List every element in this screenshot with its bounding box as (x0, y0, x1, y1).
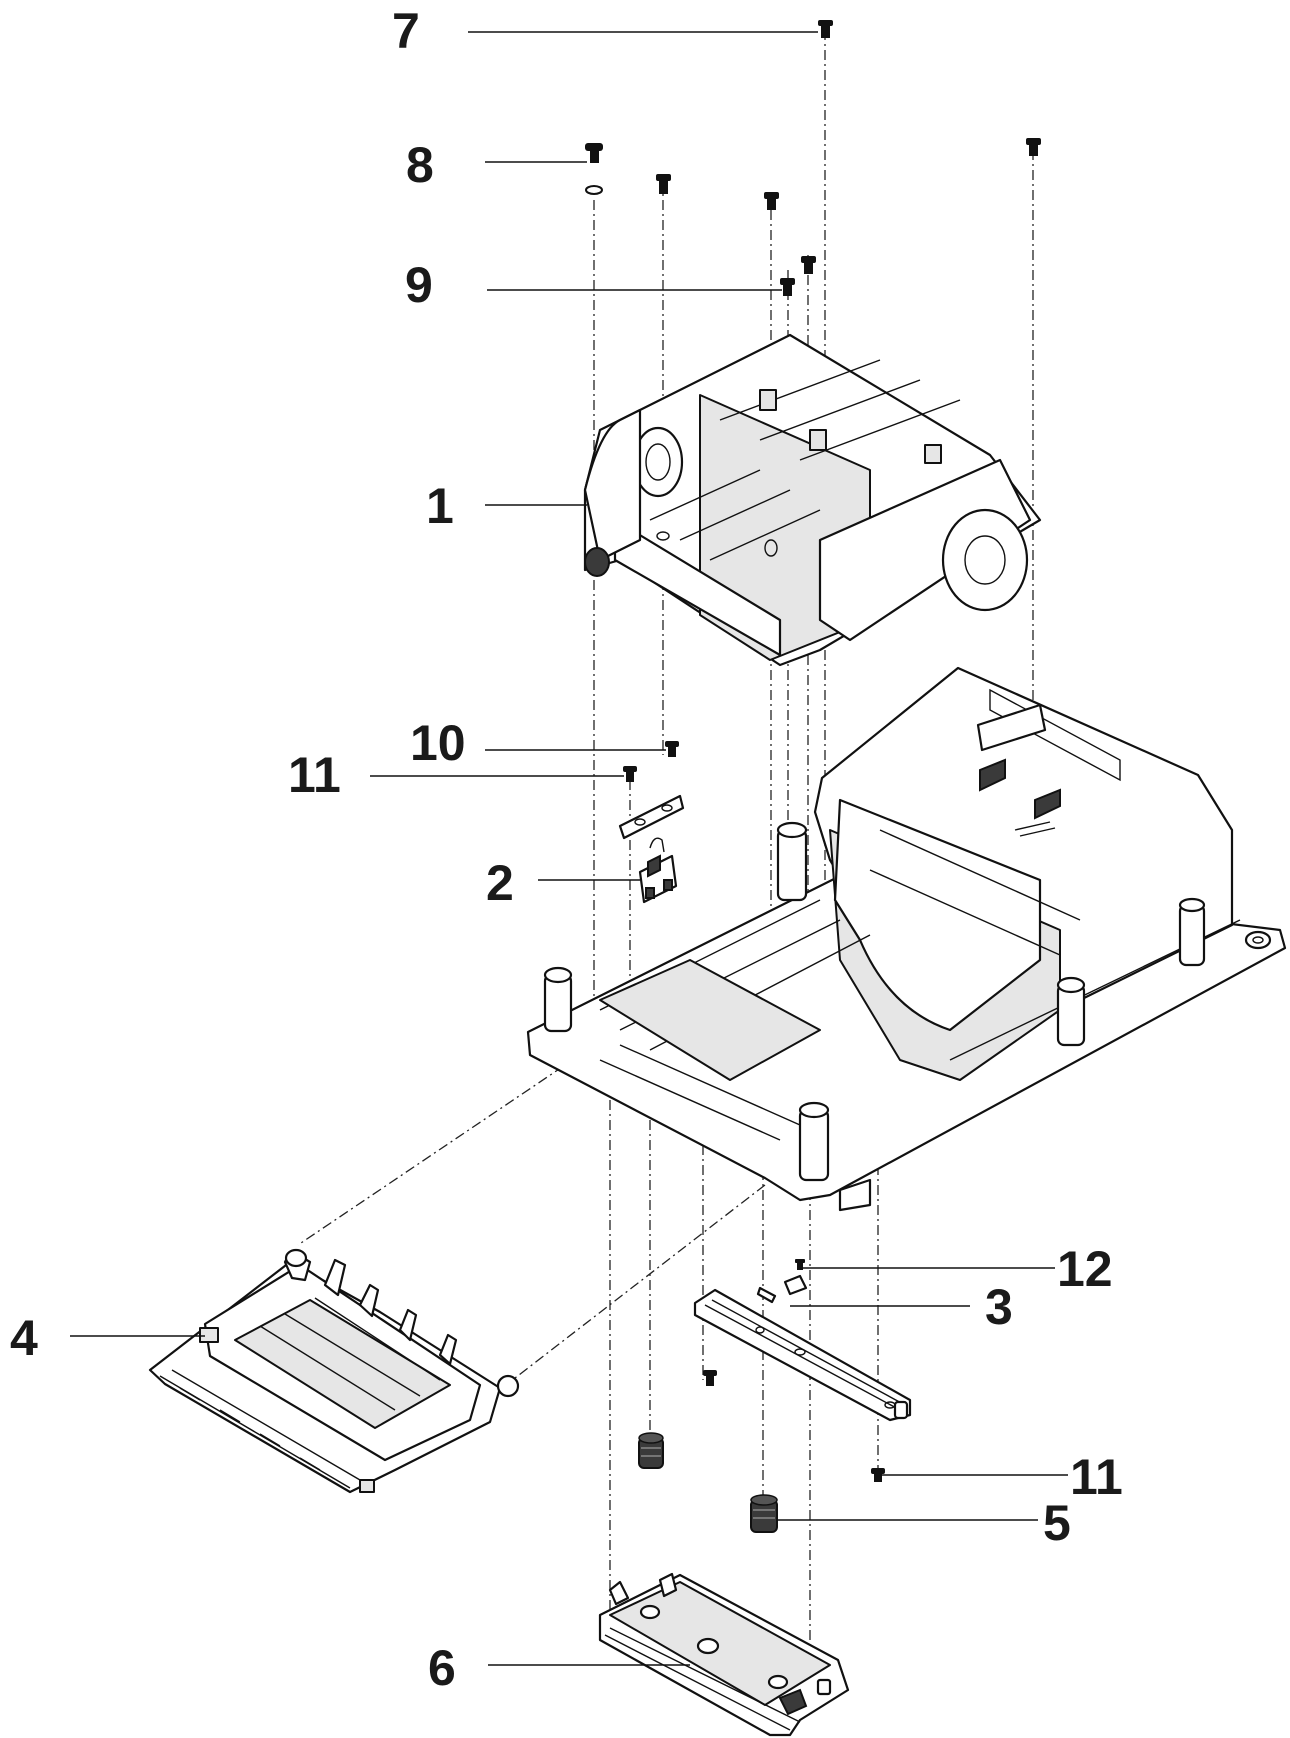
screw-8-icon (585, 143, 603, 195)
callout-9: 9 (405, 257, 433, 313)
screw-right-icon (1026, 138, 1041, 156)
callout-3: 3 (985, 1279, 1013, 1335)
screw-7-icon (818, 20, 833, 38)
spring-left-icon (638, 1432, 664, 1469)
screw-col3-icon (764, 192, 779, 210)
callout-7: 7 (392, 3, 420, 59)
screw-col4-icon (801, 256, 816, 274)
callout-4: 4 (10, 1310, 38, 1366)
callout-6: 6 (428, 1640, 456, 1696)
leader-lines (70, 31, 1068, 1666)
screw-10-icon (665, 741, 679, 757)
part-1-upper-frame (583, 333, 1042, 667)
screws (585, 20, 1041, 1482)
part-5-springs (638, 1432, 778, 1533)
callout-8: 8 (406, 137, 434, 193)
base-frame (526, 666, 1287, 1212)
screw-9-icon (780, 278, 795, 296)
part-3-guide-rail (693, 1274, 912, 1422)
callout-11b: 11 (1070, 1449, 1123, 1505)
callout-12: 12 (1057, 1241, 1113, 1297)
callout-5: 5 (1043, 1495, 1071, 1551)
callout-11a: 11 (288, 747, 341, 803)
callout-1: 1 (426, 478, 454, 534)
callout-2: 2 (486, 855, 514, 911)
screw-12-icon (795, 1259, 805, 1270)
part-6-print-head-assembly (598, 1572, 850, 1737)
screw-col2-icon (656, 174, 671, 194)
part-4-paper-tray (148, 1248, 520, 1494)
screw-lower-left-icon (703, 1370, 717, 1386)
spring-right-icon (750, 1494, 778, 1533)
screw-11b-icon (871, 1468, 885, 1482)
part-2-sensor-bracket (618, 794, 685, 904)
callout-labels: 7 8 9 1 10 11 2 12 4 3 11 5 6 (10, 3, 1123, 1696)
screw-11a-icon (623, 766, 637, 782)
callout-10: 10 (410, 715, 466, 771)
